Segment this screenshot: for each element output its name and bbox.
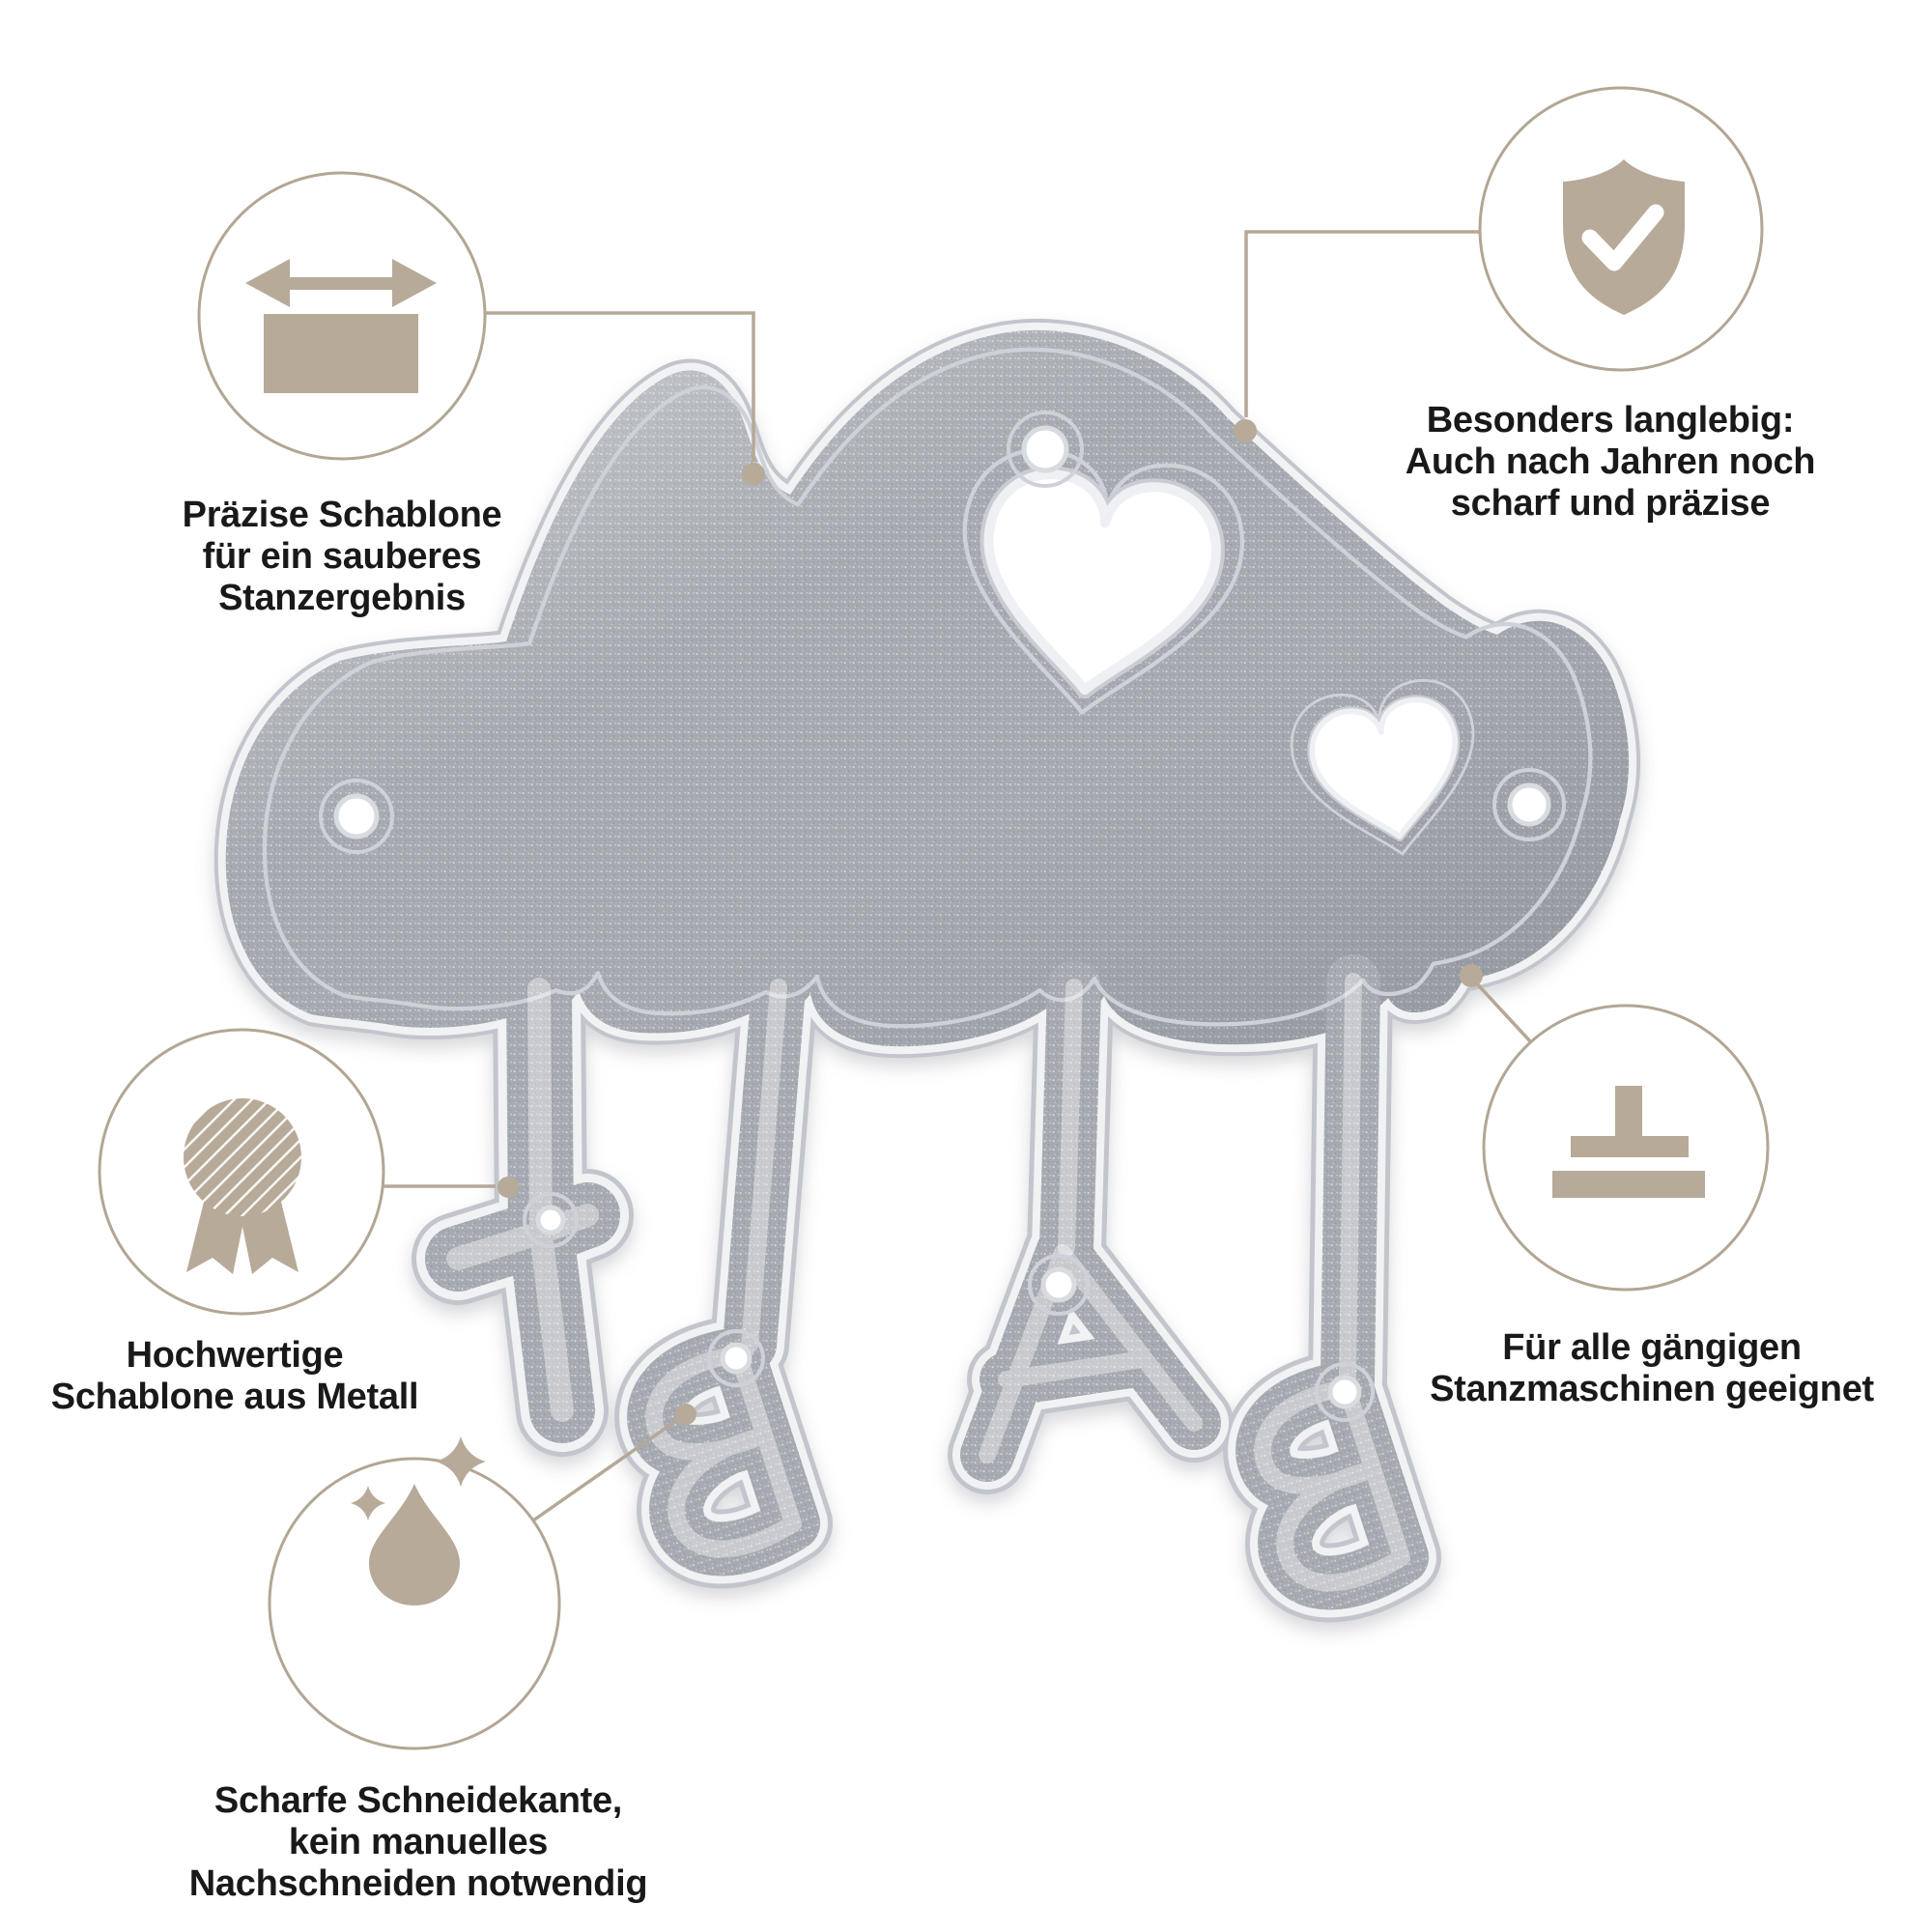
caption-line: kein manuelles [288, 1822, 549, 1862]
caption-line: Präzise Schablone [182, 495, 502, 535]
callout-connectors [384, 230, 1533, 1522]
caption-line: Für alle gängigen [1502, 1327, 1802, 1368]
connector-line-langlebig [1244, 230, 1480, 417]
caption-praezise: Präzise Schablone für ein sauberes Stanz… [183, 495, 502, 619]
caption-line: Scharfe Schneidekante, [213, 1780, 623, 1821]
dot-schneidekante [675, 1404, 696, 1425]
caption-schneidekante: Scharfe Schneidekante, kein manuelles Na… [188, 1780, 648, 1905]
cutting-die [226, 330, 1629, 1597]
caption-line: Stanzmaschinen geeignet [1430, 1369, 1874, 1409]
press-platform-icon [1552, 1086, 1705, 1198]
connector-line-schneidekante [531, 1418, 679, 1522]
width-arrow-rectangle-icon [245, 259, 437, 393]
caption-langlebig: Besonders langlebig: Auch nach Jahren no… [1405, 400, 1816, 525]
dot-langlebig [1234, 419, 1257, 442]
caption-line: Besonders langlebig: [1426, 400, 1795, 440]
caption-line: Stanzergebnis [218, 578, 466, 618]
medal-icon [184, 1098, 301, 1274]
dot-praezise [742, 463, 765, 486]
caption-line: für ein sauberes [202, 536, 482, 577]
caption-stanzmaschinen: Für alle gängigen Stanzmaschinen geeigne… [1430, 1327, 1874, 1410]
droplet-sparkle-icon [351, 1436, 486, 1605]
caption-line: Auch nach Jahren noch [1405, 441, 1816, 482]
callout-dots [497, 419, 1483, 1425]
caption-line: Nachschneiden notwendig [188, 1863, 648, 1904]
caption-line: Schablone aus Metall [50, 1377, 419, 1417]
dot-stanzmaschinen [1460, 964, 1483, 987]
die-holes [319, 411, 1566, 1422]
connector-line-stanzmaschinen [1469, 976, 1533, 1044]
dot-hochwertig [497, 1177, 519, 1198]
caption-line: Hochwertige [126, 1335, 344, 1376]
caption-hochwertig: Hochwertige Schablone aus Metall [50, 1335, 419, 1418]
connector-line-praezise [485, 311, 755, 462]
shield-check-icon [1563, 159, 1685, 315]
caption-line: scharf und präzise [1450, 483, 1771, 524]
